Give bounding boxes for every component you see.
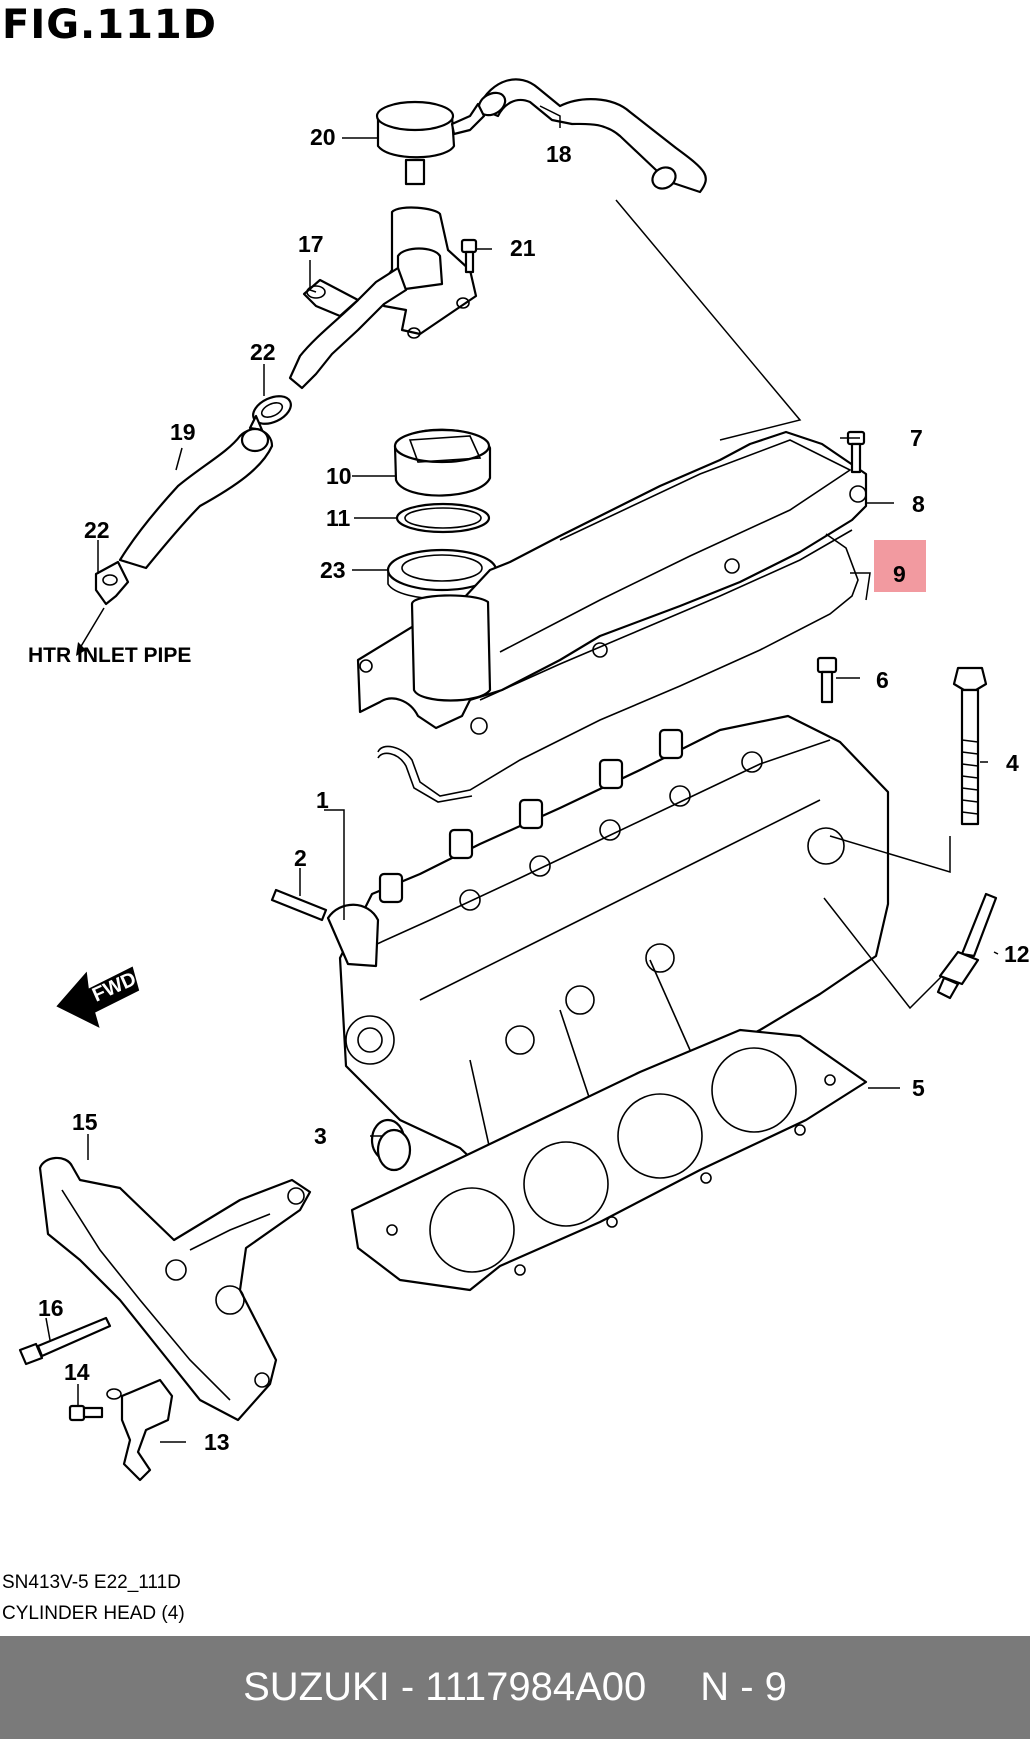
stud-2 bbox=[270, 888, 328, 922]
htr-inlet-note: HTR INLET PIPE bbox=[28, 644, 191, 667]
bolt-16 bbox=[18, 1316, 112, 1366]
callout-16: 16 bbox=[38, 1295, 64, 1321]
callout-21: 21 bbox=[510, 235, 536, 261]
bolt-21 bbox=[460, 238, 478, 274]
callout-8: 8 bbox=[912, 491, 925, 517]
callout-22b: 22 bbox=[84, 517, 110, 543]
bolt-14 bbox=[68, 1404, 104, 1422]
breather-cap-20 bbox=[375, 100, 486, 186]
callout-14: 14 bbox=[64, 1359, 90, 1385]
drawing-title: CYLINDER HEAD (4) bbox=[2, 1603, 185, 1624]
callout-20: 20 bbox=[310, 124, 336, 150]
highlight-9 bbox=[874, 540, 926, 592]
callout-11: 11 bbox=[326, 505, 351, 531]
callout-3: 3 bbox=[314, 1123, 327, 1149]
callout-17: 17 bbox=[298, 231, 324, 257]
callout-13: 13 bbox=[204, 1429, 230, 1455]
clamp-22-top bbox=[248, 395, 292, 432]
footer-position: N - 9 bbox=[700, 1665, 787, 1709]
clamp-22-lower bbox=[94, 560, 130, 606]
callout-15: 15 bbox=[72, 1109, 98, 1135]
htr-arrowhead bbox=[76, 642, 86, 656]
callout-6: 6 bbox=[876, 667, 889, 693]
hose-18 bbox=[476, 78, 707, 194]
callout-23: 23 bbox=[320, 557, 346, 583]
footer-part-number: SUZUKI - 1117984A00 bbox=[243, 1665, 647, 1709]
sensor-13 bbox=[106, 1378, 174, 1482]
head-cover-8 bbox=[356, 430, 868, 735]
head-gasket-5 bbox=[350, 1028, 868, 1292]
pipe-17 bbox=[288, 206, 478, 390]
callout-18: 18 bbox=[546, 141, 572, 167]
callout-1: 1 bbox=[316, 787, 329, 813]
bolt-6 bbox=[816, 656, 838, 704]
filler-cap-10 bbox=[393, 428, 492, 497]
callout-12: 12 bbox=[1004, 941, 1030, 967]
callout-19: 19 bbox=[170, 419, 196, 445]
callout-4: 4 bbox=[1006, 750, 1019, 776]
leader-lines bbox=[45, 105, 999, 1443]
cylinder-head-1 bbox=[326, 714, 890, 1178]
footer-bar: SUZUKI - 1117984A00 N - 9 bbox=[0, 1636, 1030, 1739]
hose-19 bbox=[118, 427, 274, 570]
gasket-9 bbox=[377, 533, 859, 797]
callout-7: 7 bbox=[910, 425, 923, 451]
seal-3 bbox=[370, 1118, 412, 1172]
glow-plug-12 bbox=[936, 892, 998, 1000]
callout-9: 9 bbox=[893, 561, 906, 587]
exploded-diagram: FWD 20 18 21 17 22 19 22 HTR I bbox=[18, 78, 1030, 1482]
htr-arrow bbox=[79, 607, 105, 649]
callout-2: 2 bbox=[294, 845, 307, 871]
bolt-4 bbox=[952, 666, 988, 826]
bracket-15 bbox=[38, 1156, 312, 1422]
fwd-arrow: FWD bbox=[56, 966, 140, 1028]
callout-5: 5 bbox=[912, 1075, 925, 1101]
callout-10: 10 bbox=[326, 463, 352, 489]
figure-title: FIG.111D bbox=[2, 2, 217, 48]
callout-22a: 22 bbox=[250, 339, 276, 365]
drawing-code: SN413V-5 E22_111D bbox=[2, 1572, 181, 1593]
